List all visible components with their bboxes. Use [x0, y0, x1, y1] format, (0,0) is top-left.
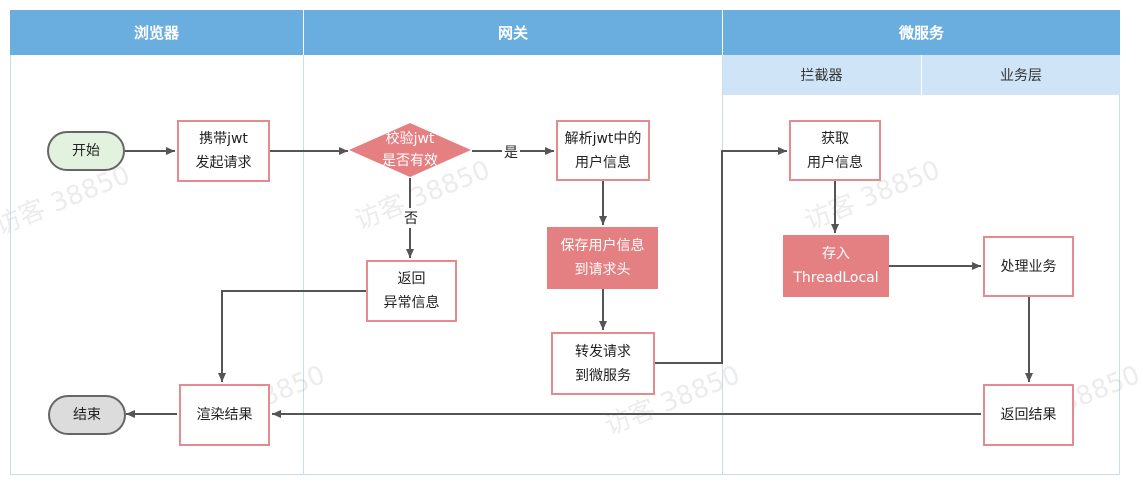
- save-header-node: 保存用户信息 到请求头: [547, 227, 658, 289]
- end-node: 结束: [48, 395, 126, 435]
- sub-header-interceptor: 拦截器: [722, 55, 921, 95]
- get-user-node: 获取 用户信息: [789, 120, 881, 181]
- validate-jwt-node: 校验jwt 是否有效: [382, 131, 438, 169]
- process-business-node: 处理业务: [983, 236, 1074, 297]
- sub-lane-divider: [921, 55, 922, 95]
- return-error-node: 返回 异常信息: [366, 260, 457, 322]
- parse-jwt-node: 解析jwt中的 用户信息: [556, 120, 650, 181]
- edge-label-no: 否: [402, 208, 420, 228]
- decision-diamond: [349, 123, 471, 177]
- lane-divider: [303, 55, 304, 475]
- edge-error-to-render: [218, 290, 366, 382]
- lane-header-gateway: 网关: [303, 10, 722, 55]
- edge-label-yes: 是: [502, 142, 520, 162]
- return-result-node: 返回结果: [983, 384, 1074, 446]
- render-result-node: 渲染结果: [179, 384, 270, 446]
- lane-header-microservice: 微服务: [722, 10, 1120, 55]
- start-node: 开始: [47, 131, 125, 171]
- sub-header-business: 业务层: [922, 55, 1120, 95]
- forward-node: 转发请求 到微服务: [551, 332, 655, 395]
- carry-jwt-node: 携带jwt 发起请求: [177, 120, 270, 182]
- store-threadlocal-node: 存入 ThreadLocal: [783, 235, 889, 297]
- lane-header-browser: 浏览器: [10, 10, 303, 55]
- edge-forward-to-get-user: [655, 147, 787, 364]
